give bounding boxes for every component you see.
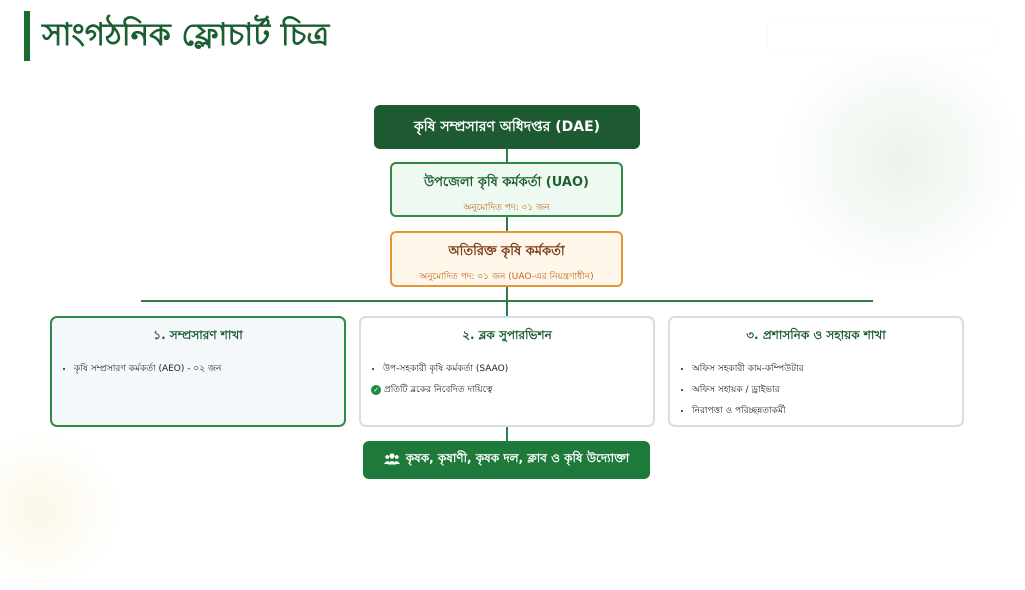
branch-admin-support: ৩. প্রশাসনিক ও সহায়ক শাখা অফিস সহকারী ক… xyxy=(668,316,964,427)
check-circle-icon: ✓ xyxy=(371,384,381,395)
branch-item: নিরাপত্তা ও পরিচ্ছন্নতাকর্মী xyxy=(692,403,962,418)
branch-item-text: প্রতিটি ব্লকের নিবেদিত দায়িত্বে xyxy=(384,385,493,395)
dae-node: কৃষি সম্প্রসারণ অধিদপ্তর (DAE) xyxy=(374,105,640,149)
branch-bus-line xyxy=(141,300,873,302)
background-glow xyxy=(770,40,1025,280)
page-title: সাংগঠনিক ফ্লোচার্ট চিত্র xyxy=(42,17,330,53)
farmers-node: কৃষক, কৃষাণী, কৃষক দল, ক্লাব ও কৃষি উদ্য… xyxy=(363,441,650,479)
branch-title: ১. সম্প্রসারণ শাখা xyxy=(153,328,243,342)
branch-item: অফিস সহায়ক / ড্রাইভার xyxy=(692,382,962,397)
uao-label: উপজেলা কৃষি কর্মকর্তা (UAO) xyxy=(424,175,589,190)
additional-officer-node: অতিরিক্ত কৃষি কর্মকর্তা অনুমোদিত পদ: ০১ … xyxy=(390,231,623,287)
top-right-bar xyxy=(768,23,994,49)
branch-item: কৃষি সম্প্রসারণ কর্মকর্তা (AEO) - ০২ জন xyxy=(74,361,344,376)
branch-item: ✓প্রতিটি ব্লকের নিবেদিত দায়িত্বে xyxy=(371,382,653,397)
connector-dae-uao xyxy=(506,149,508,162)
users-icon xyxy=(383,452,400,468)
additional-officer-subtitle: অনুমোদিত পদ: ০১ জন (UAO-এর নিয়ন্ত্রণাধী… xyxy=(419,272,594,282)
title-accent-bar xyxy=(24,11,30,61)
uao-subtitle: অনুমোদিত পদ: ০১ জন xyxy=(463,203,550,213)
branch-extension: ১. সম্প্রসারণ শাখা কৃষি সম্প্রসারণ কর্মক… xyxy=(50,316,346,427)
branch-title: ৩. প্রশাসনিক ও সহায়ক শাখা xyxy=(746,328,886,342)
additional-officer-label: অতিরিক্ত কৃষি কর্মকর্তা xyxy=(448,244,565,259)
branch-item: অফিস সহকারী কাম-কম্পিউটার xyxy=(692,361,962,376)
connector-branch-farmers xyxy=(506,427,508,441)
branch-item: উপ-সহকারী কৃষি কর্মকর্তা (SAAO) xyxy=(383,361,653,376)
uao-node: উপজেলা কৃষি কর্মকর্তা (UAO) অনুমোদিত পদ:… xyxy=(390,162,623,217)
branch-block-supervision: ২. ব্লক সুপারভিশন উপ-সহকারী কৃষি কর্মকর্… xyxy=(359,316,655,427)
branch-title: ২. ব্লক সুপারভিশন xyxy=(462,328,552,342)
connector-uao-additional xyxy=(506,217,508,231)
background-glow xyxy=(0,430,120,590)
farmers-label: কৃষক, কৃষাণী, কৃষক দল, ক্লাব ও কৃষি উদ্য… xyxy=(405,451,630,465)
